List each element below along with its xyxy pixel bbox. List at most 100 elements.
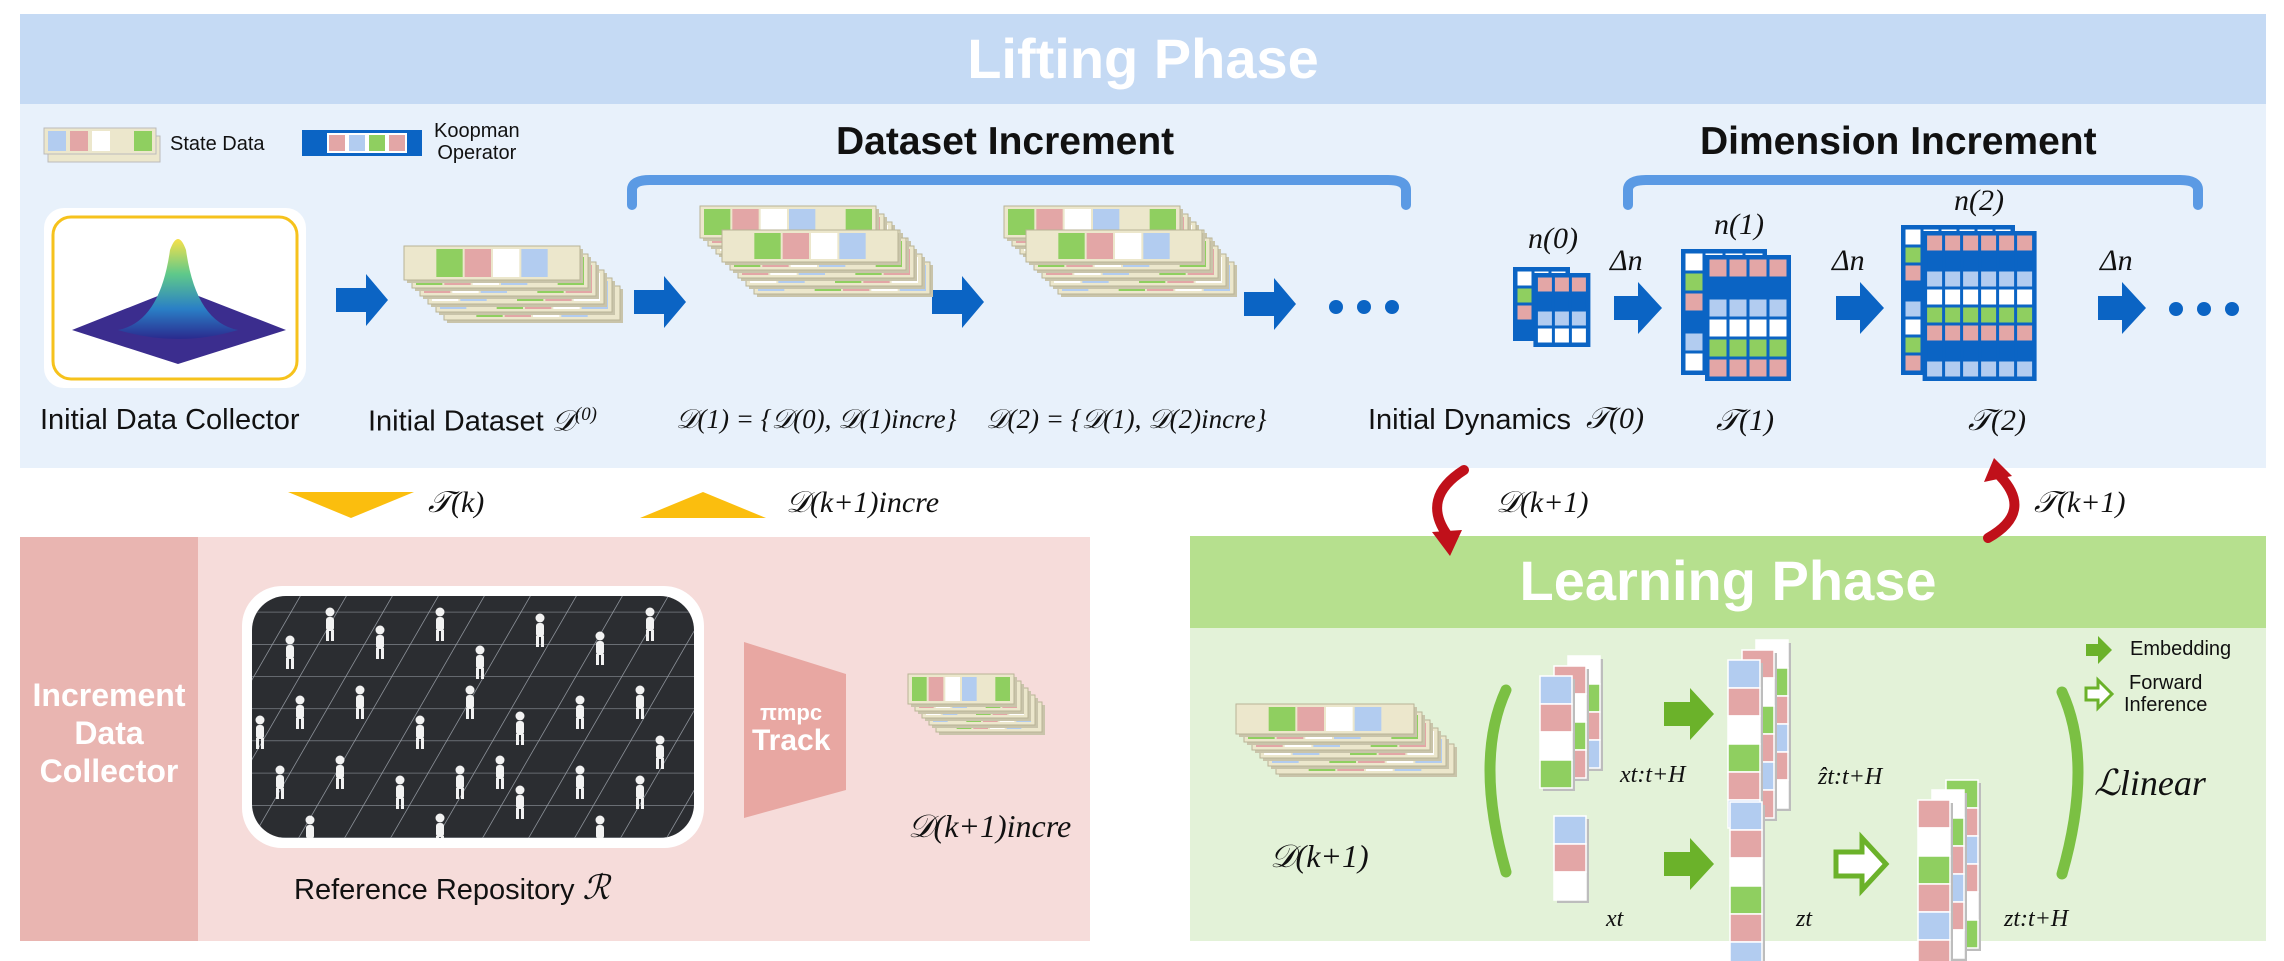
lifting-phase-band [20, 14, 2266, 104]
initial-dataset-sup: (0) [574, 404, 597, 425]
delta-n-label-2: Δn [1832, 244, 1865, 277]
increment-output-stack [907, 673, 1045, 735]
humanoid-figure [515, 785, 525, 819]
dimension-increment-bracket [1623, 175, 2203, 210]
forward-inference-arrow [1833, 831, 1890, 897]
legend-state-data [43, 127, 161, 163]
dynamics-t2-label: 𝒯(2) [1968, 404, 2026, 437]
arrow-collector-to-dataset [336, 274, 388, 326]
z-window-label: zt:t+H [2004, 906, 2069, 932]
koopman-matrix-t0 [1513, 267, 1591, 347]
legend-embedding-label: Embedding [2130, 638, 2232, 660]
data-card [1235, 703, 1417, 737]
humanoid-figure [645, 607, 655, 641]
matrix-layer [1705, 255, 1791, 381]
vector-z-window [1917, 779, 1981, 961]
humanoid-figure [595, 815, 605, 838]
dataset-d2-label: 𝒟(2) = {𝒟(1), 𝒟(2)incre} [986, 404, 1267, 434]
data-card [1025, 229, 1205, 265]
embedding-arrows [1664, 636, 2112, 890]
initial-dataset-stack [403, 245, 623, 323]
initial-data-collector-image [44, 208, 306, 388]
policy-track-label: Track [752, 724, 831, 757]
ellipsis-dots-dimension [2169, 302, 2239, 316]
vector-layer [1539, 675, 1575, 791]
dimension-n0-label: n(0) [1528, 222, 1578, 255]
vector-x-window [1539, 655, 1603, 791]
increment-collector-title-line3: Collector [39, 753, 179, 789]
matrix-layer [1533, 273, 1591, 347]
x-window-label: xt:t+H [1620, 762, 1686, 788]
transfer-d-incre-label: 𝒟(k+1)incre [786, 486, 940, 519]
humanoid-figure [575, 695, 585, 729]
transfer-t-k1-label: 𝒯(k+1) [2034, 486, 2126, 519]
legend-koopman-line2: Operator [437, 142, 517, 164]
x-t-label: xt [1606, 906, 1624, 932]
initial-dataset-text: Initial Dataset [368, 405, 544, 438]
humanoid-figure [435, 813, 445, 838]
initial-dataset-label: Initial Dataset 𝒟(0) [368, 404, 597, 439]
down-triangle-t-k [288, 492, 414, 518]
arrow-n2-to-ellipsis [2098, 282, 2146, 334]
arrow-d1-to-d2 [932, 276, 984, 328]
humanoid-figure [635, 775, 645, 809]
matrix-layer [1922, 231, 2037, 381]
legend-embedding-arrow [2086, 636, 2112, 664]
data-card [721, 229, 901, 265]
data-card [907, 673, 1017, 707]
dataset-d1-label: 𝒟(1) = {𝒟(0), 𝒟(1)incre} [676, 404, 957, 434]
arrow-n0-to-n1 [1614, 282, 1662, 334]
increment-collector-title-line2: Data [74, 715, 144, 751]
z-t-label: zt [1796, 906, 1813, 932]
humanoid-figure [655, 735, 665, 769]
dynamics-t0-label: 𝒯(0) [1586, 402, 1644, 435]
legend-forward-inference-label: Forward Inference [2124, 672, 2207, 716]
humanoid-figure [285, 635, 295, 669]
humanoid-figure [465, 685, 475, 719]
humanoid-figure [495, 755, 505, 789]
delta-n-label-1: Δn [1610, 244, 1643, 277]
humanoid-figure [255, 715, 265, 749]
lifting-flow-arrows [336, 274, 2146, 334]
dynamics-t1-label: 𝒯(1) [1716, 404, 1774, 437]
legend-koopman-line1: Koopman [434, 120, 520, 142]
humanoid-figure [325, 607, 335, 641]
legend-forward-line1: Forward [2129, 672, 2203, 694]
left-paren [1484, 684, 1512, 878]
legend-forward-line2: Inference [2124, 694, 2208, 716]
red-arrow-d-k1 [1432, 465, 1469, 556]
humanoid-figure [355, 685, 365, 719]
initial-dataset-symbol: 𝒟 [551, 405, 575, 438]
humanoid-figure [415, 715, 425, 749]
increment-collector-title-line1: Increment [32, 677, 186, 713]
arrow-n1-to-n2 [1836, 282, 1884, 334]
learning-dataset-stack [1235, 703, 1457, 777]
vector-z-hat-window [1727, 639, 1791, 831]
arrow-d2-to-ellipsis [1244, 278, 1296, 330]
humanoid-figure [375, 625, 385, 659]
increment-collector-title: Increment Data Collector [20, 676, 198, 790]
humanoid-figure [455, 765, 465, 799]
humanoid-figure [595, 631, 605, 665]
legend-forward-arrow [2084, 676, 2115, 712]
humanoid-figure [535, 613, 545, 647]
red-arrow-t-k1 [1983, 458, 2020, 543]
vector-layer [1917, 799, 1953, 961]
increment-output-label: 𝒟(k+1)incre [908, 808, 1072, 844]
transfer-d-k1-label: 𝒟(k+1) [1496, 486, 1589, 519]
up-triangle-d-incre [640, 492, 766, 518]
dataset-d2-stack [1003, 205, 1237, 297]
legend-koopman-operator [302, 130, 422, 156]
humanoid-figure [275, 765, 285, 799]
ellipsis-dots-dataset [1329, 300, 1399, 314]
data-card [403, 245, 583, 283]
learning-dataset-label: 𝒟(k+1) [1270, 838, 1369, 874]
delta-n-label-3: Δn [2100, 244, 2133, 277]
koopman-matrix-t1 [1681, 249, 1791, 381]
right-paren [2056, 686, 2084, 880]
reference-repository-label: Reference Repository ℛ [294, 868, 610, 908]
policy-mpc-label: πmpc [760, 700, 823, 725]
initial-dynamics-label: Initial Dynamics [1368, 404, 1572, 436]
